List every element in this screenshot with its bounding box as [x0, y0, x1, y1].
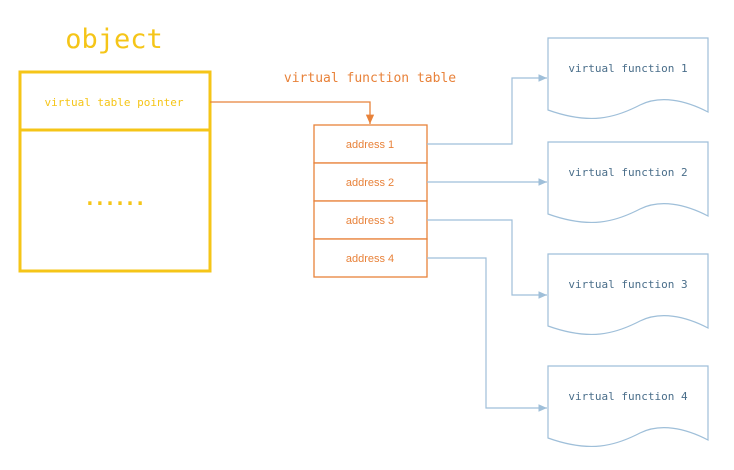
vtable-entry-1: address 1 [346, 139, 394, 151]
object-box [18, 70, 212, 273]
function-3-label: virtual function 3 [568, 278, 687, 291]
virtual-function-4: virtual function 4 [547, 365, 709, 448]
arrow-to-function-3 [427, 219, 547, 299]
function-1-label: virtual function 1 [568, 62, 687, 75]
virtual-function-2: virtual function 2 [547, 141, 709, 224]
arrow-to-function-4 [427, 257, 547, 412]
function-1-shape [547, 37, 709, 120]
vtable-entry-3: address 3 [346, 215, 394, 227]
vtable: address 1 address 2 address 3 address 4 [313, 124, 428, 278]
function-4-shape [547, 365, 709, 448]
vtable-entry-4: address 4 [346, 253, 394, 265]
object-title: object [65, 24, 163, 55]
virtual-function-3: virtual function 3 [547, 253, 709, 336]
virtual-function-1: virtual function 1 [547, 37, 709, 120]
pointer-arrow [210, 101, 375, 124]
function-2-label: virtual function 2 [568, 166, 687, 179]
virtual-table-pointer-label: virtual table pointer [44, 96, 183, 109]
arrow-to-function-1 [427, 74, 547, 145]
function-4-label: virtual function 4 [568, 390, 688, 403]
function-2-shape [547, 141, 709, 224]
function-3-shape [547, 253, 709, 336]
vtable-cell-1 [313, 124, 428, 164]
object-body-ellipsis: ...... [84, 186, 144, 210]
vtable-entry-2: address 2 [346, 177, 394, 189]
vtable-title: virtual function table [284, 71, 456, 86]
